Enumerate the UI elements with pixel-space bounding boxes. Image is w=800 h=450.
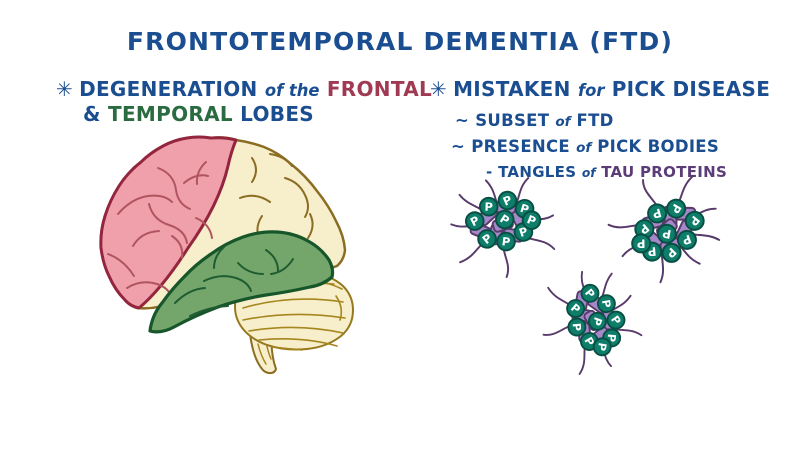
- pick-disease-label: PICK DISEASE: [611, 77, 771, 101]
- temporal-sulci: [174, 246, 294, 317]
- tilde-bullet-icon: ~: [451, 137, 466, 156]
- dash-bullet-icon: -: [486, 163, 493, 181]
- of-label: of: [555, 114, 571, 130]
- tangle-clusters: [446, 156, 736, 384]
- degeneration-label: DEGENERATION: [79, 77, 258, 101]
- tangles-label: TANGLES: [498, 163, 577, 181]
- tau-proteins-label: TAU PROTEINS: [601, 163, 728, 181]
- asterisk-bullet-icon: ✳: [430, 77, 448, 101]
- lobes-label: LOBES: [240, 102, 315, 126]
- mistaken-line: ✳MISTAKEN for PICK DISEASE: [430, 77, 770, 101]
- of-the-label: of the: [264, 81, 320, 100]
- ftd-label: FTD: [576, 111, 614, 130]
- of-label: of: [576, 140, 592, 156]
- note-pick-disease: ✳MISTAKEN for PICK DISEASE ~ SUBSET of F…: [430, 77, 770, 181]
- mistaken-label: MISTAKEN: [453, 77, 571, 101]
- tangle-cluster: [528, 259, 651, 384]
- page-title: FRONTOTEMPORAL DEMENTIA (FTD): [126, 27, 674, 56]
- temporal-line: & TEMPORAL LOBES: [83, 102, 432, 126]
- note-degeneration: ✳DEGENERATION of the FRONTAL & TEMPORAL …: [56, 77, 432, 126]
- presence-line: ~ PRESENCE of PICK BODIES: [451, 137, 770, 156]
- frontal-label: FRONTAL: [326, 77, 433, 101]
- temporal-lobe: [148, 230, 335, 334]
- tilde-bullet-icon: ~: [455, 111, 470, 130]
- for-label: for: [577, 81, 605, 100]
- subset-label: SUBSET: [475, 111, 550, 130]
- tangles-line: - TANGLES of TAU PROTEINS: [486, 163, 770, 181]
- pick-bodies-label: PICK BODIES: [597, 137, 720, 156]
- presence-label: PRESENCE: [471, 137, 571, 156]
- subset-line: ~ SUBSET of FTD: [455, 111, 770, 130]
- brain-illustration: [99, 135, 355, 375]
- asterisk-bullet-icon: ✳: [56, 77, 74, 101]
- frontal-lobe: [99, 135, 238, 310]
- degeneration-line: ✳DEGENERATION of the FRONTAL: [56, 77, 432, 101]
- ampersand-label: &: [83, 102, 101, 126]
- tangle-cluster: [595, 156, 736, 295]
- of-label: of: [581, 166, 596, 180]
- tangle-cluster: [446, 172, 561, 284]
- temporal-label: TEMPORAL: [108, 102, 233, 126]
